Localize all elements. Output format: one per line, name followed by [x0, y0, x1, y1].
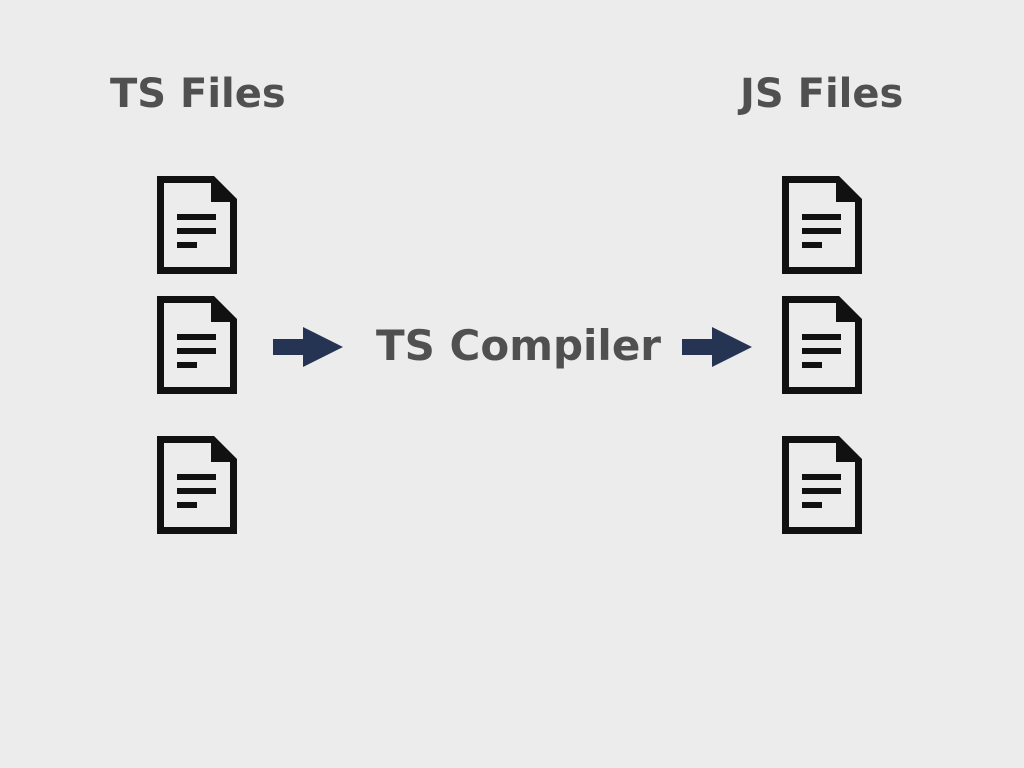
document-icon: [782, 436, 862, 534]
document-icon: [157, 436, 237, 534]
document-icon: [157, 296, 237, 394]
arrow-right-icon: [273, 327, 343, 367]
document-icon: [157, 176, 237, 274]
ts-compiler-label: TS Compiler: [376, 321, 662, 370]
document-icon: [782, 296, 862, 394]
ts-files-title: TS Files: [110, 71, 286, 117]
arrow-right-icon: [682, 327, 752, 367]
js-files-title: JS Files: [740, 71, 904, 117]
document-icon: [782, 176, 862, 274]
